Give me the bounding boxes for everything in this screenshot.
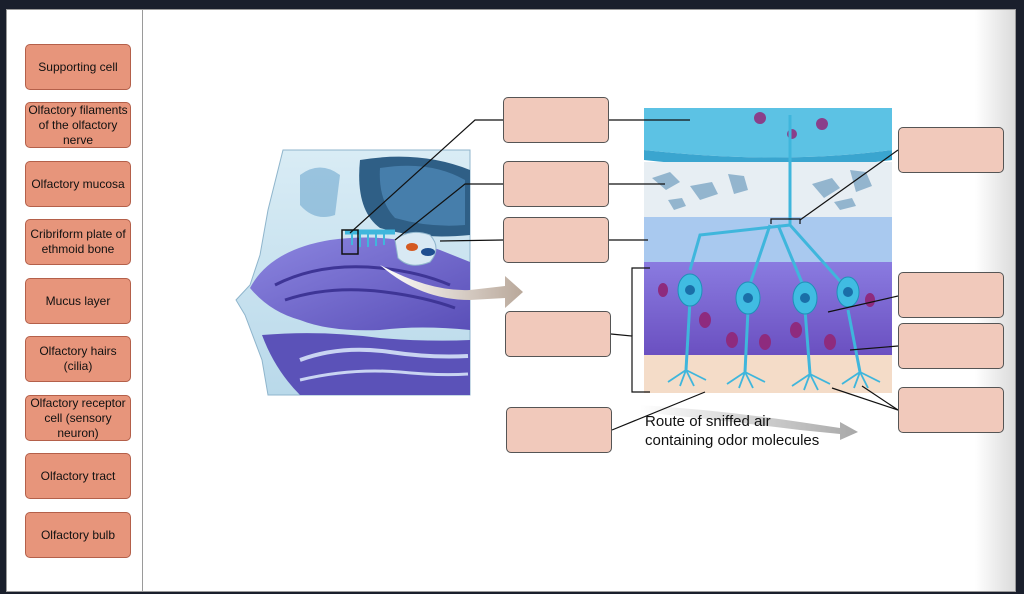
label-text: Olfactory tract (40, 468, 116, 483)
drop-zone-2[interactable] (503, 161, 609, 207)
label-olfactory-mucosa[interactable]: Olfactory mucosa (25, 161, 131, 207)
label-olfactory-filaments[interactable]: Olfactory filaments of the olfactory ner… (25, 102, 131, 148)
label-text: Mucus layer (45, 293, 111, 308)
label-text: Cribriform plate of ethmoid bone (30, 227, 126, 256)
head-sagittal-section (235, 149, 523, 396)
label-text: Supporting cell (38, 59, 118, 74)
label-text: Olfactory receptor cell (sensory neuron) (30, 395, 126, 440)
caption-line-1: Route of sniffed air (645, 413, 771, 430)
drop-zone-3[interactable] (503, 217, 609, 263)
label-mucus-layer[interactable]: Mucus layer (25, 278, 131, 324)
label-text: Olfactory filaments of the olfactory ner… (28, 102, 128, 147)
label-olfactory-hairs[interactable]: Olfactory hairs (cilia) (25, 336, 131, 382)
drop-zone-5[interactable] (506, 407, 612, 453)
label-text: Olfactory mucosa (31, 176, 125, 191)
label-cribriform-plate[interactable]: Cribriform plate of ethmoid bone (25, 219, 131, 265)
label-olfactory-tract[interactable]: Olfactory tract (25, 453, 131, 499)
label-bank: Supporting cell Olfactory filaments of t… (7, 10, 143, 591)
drop-zone-7[interactable] (898, 272, 1004, 318)
label-text: Olfactory bulb (40, 527, 116, 542)
label-olfactory-bulb[interactable]: Olfactory bulb (25, 512, 131, 558)
label-supporting-cell[interactable]: Supporting cell (25, 44, 131, 90)
caption-line-2: containing odor molecules (645, 432, 820, 449)
drop-zone-6[interactable] (898, 127, 1004, 173)
label-text: Olfactory hairs (cilia) (39, 344, 117, 373)
olfactory-epithelium-detail (640, 108, 892, 440)
air-route-caption: Route of sniffed air containing odor mol… (645, 412, 819, 450)
drop-zone-9[interactable] (898, 387, 1004, 433)
drop-zone-1[interactable] (503, 97, 609, 143)
drop-zone-4[interactable] (505, 311, 611, 357)
drop-zone-8[interactable] (898, 323, 1004, 369)
leader-lines (349, 119, 899, 431)
label-olfactory-receptor-cell[interactable]: Olfactory receptor cell (sensory neuron) (25, 395, 131, 441)
